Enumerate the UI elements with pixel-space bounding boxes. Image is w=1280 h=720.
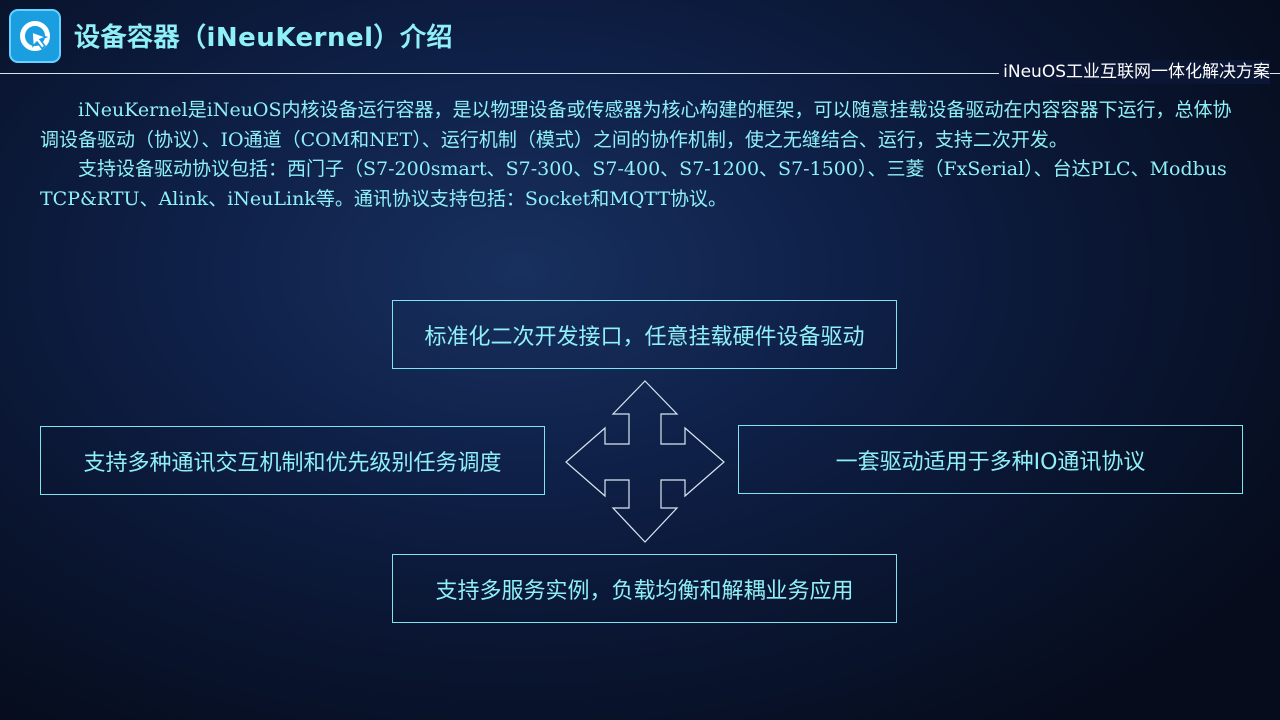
feature-label: 标准化二次开发接口，任意挂载硬件设备驱动	[424, 324, 865, 350]
feature-box-right: 一套驱动适用于多种IO通讯协议	[738, 425, 1243, 494]
feature-label: 支持多服务实例，负载均衡和解耦业务应用	[435, 578, 854, 604]
intro-paragraph: 支持设备驱动协议包括：西门子（S7-200smart、S7-300、S7-400…	[40, 158, 1227, 210]
page-title: 设备容器（iNeuKernel）介绍	[74, 23, 454, 53]
feature-label: 支持多种通讯交互机制和优先级别任务调度	[83, 450, 502, 476]
header-divider	[0, 73, 1280, 74]
four-way-arrow-icon	[565, 380, 725, 543]
ineu-logo-icon	[9, 9, 61, 63]
feature-label: 一套驱动适用于多种IO通讯协议	[835, 449, 1146, 475]
feature-box-bottom: 支持多服务实例，负载均衡和解耦业务应用	[392, 554, 897, 623]
intro-paragraph: iNeuKernel是iNeuOS内核设备运行容器，是以物理设备或传感器为核心构…	[40, 99, 1232, 151]
intro-text: iNeuKernel是iNeuOS内核设备运行容器，是以物理设备或传感器为核心构…	[40, 96, 1240, 214]
header-subtitle: iNeuOS工业互联网一体化解决方案	[999, 60, 1270, 84]
feature-box-top: 标准化二次开发接口，任意挂载硬件设备驱动	[392, 300, 897, 369]
feature-box-left: 支持多种通讯交互机制和优先级别任务调度	[40, 426, 545, 495]
